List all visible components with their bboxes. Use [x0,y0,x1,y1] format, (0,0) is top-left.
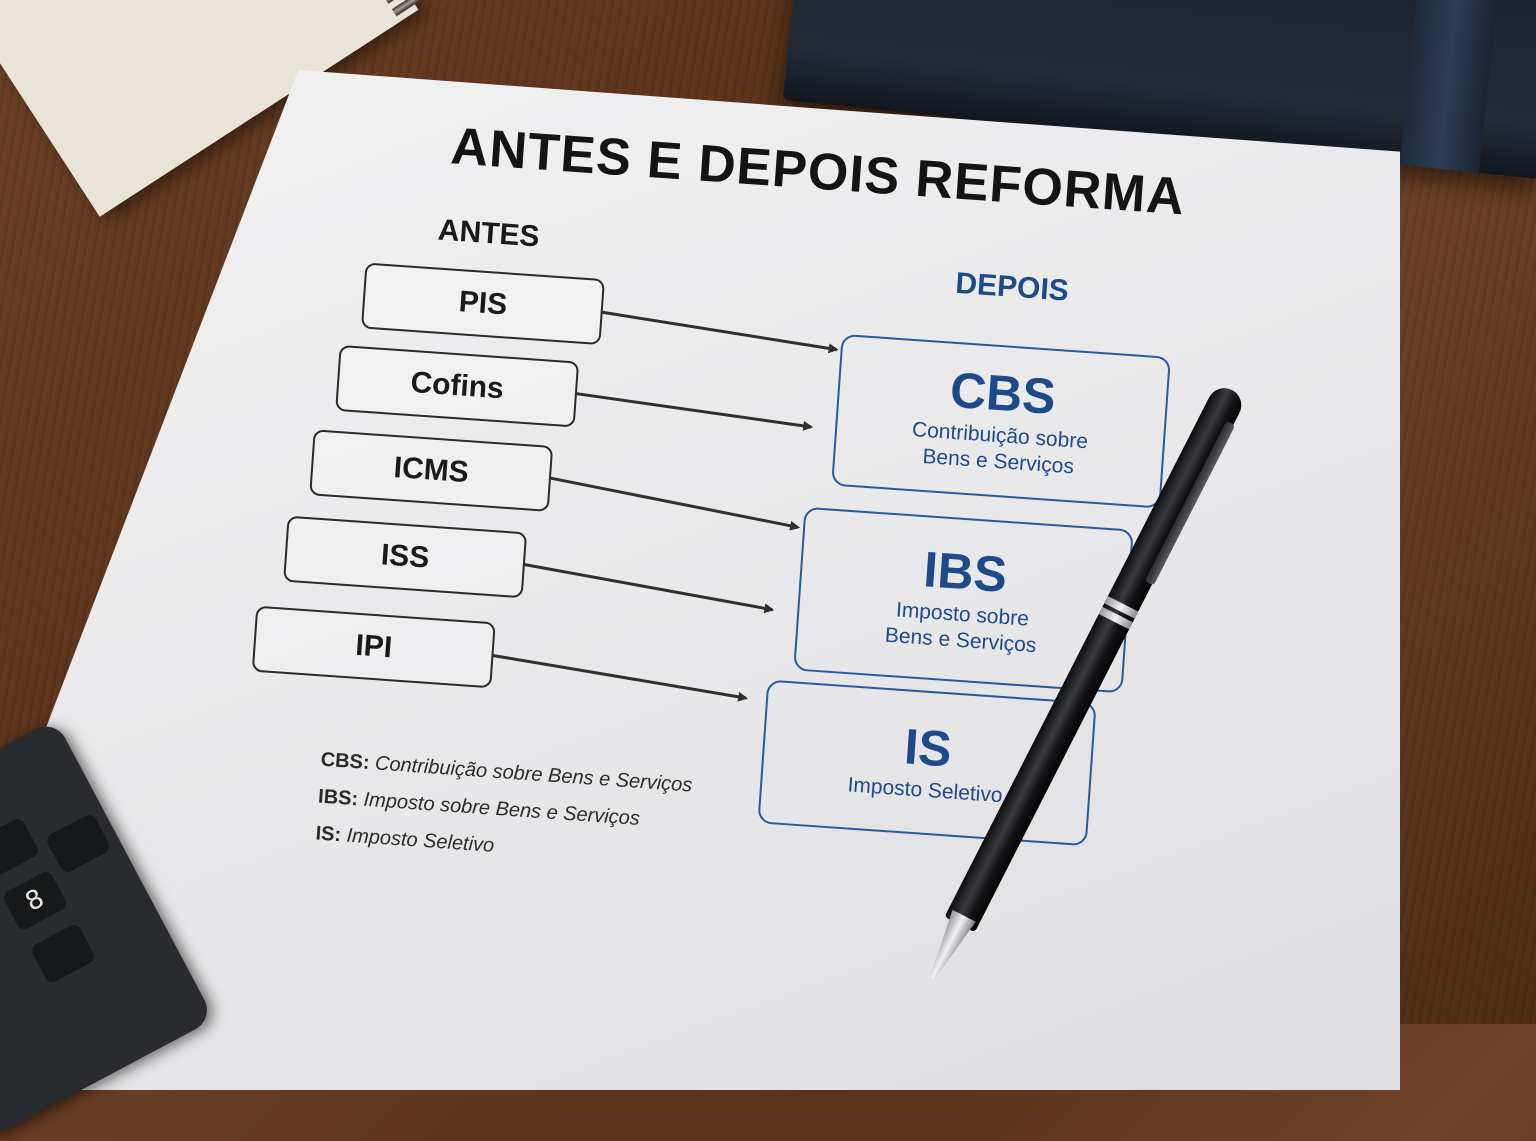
legend-text: Imposto Seletivo [346,825,495,857]
calculator-key [45,812,112,874]
diagram-document: ANTES E DEPOIS REFORMA ANTES DEPOIS PIS … [0,0,1536,1075]
legend-key: IBS: [317,786,358,811]
legend-key: CBS: [320,749,370,774]
arrow-icms-to-ibs [547,478,801,528]
legend-text: Imposto sobre Bens e Serviços [363,789,641,830]
calculator-key [29,922,96,984]
arrow-iss-to-ibs [521,564,774,610]
arrow-cofins-to-cbs [574,393,813,427]
calculator-key-8: 8 [1,869,68,931]
arrows-layer [0,0,1536,1075]
arrow-ipi-to-is [490,655,748,698]
arrow-pis-to-cbs [599,312,838,350]
calculator-key [0,816,40,878]
legend-key: IS: [315,822,342,846]
